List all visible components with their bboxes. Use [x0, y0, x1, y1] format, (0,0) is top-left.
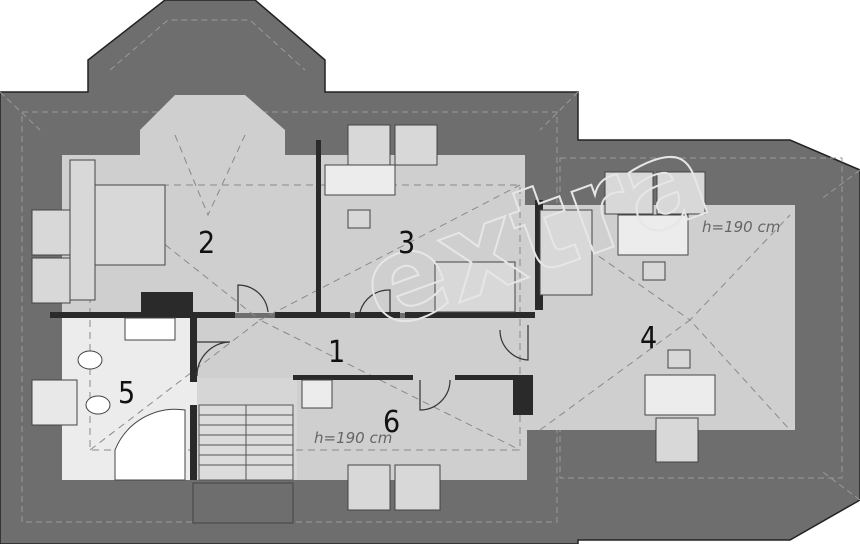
room-label-3: 3: [398, 226, 415, 261]
room-label-1: 1: [328, 335, 345, 370]
room-label-4: 4: [640, 321, 657, 356]
room-label-2: 2: [198, 226, 215, 261]
walls: [50, 140, 543, 480]
room-label-6: 6: [383, 405, 400, 440]
furniture: [31, 124, 716, 524]
height-note-room4: h=190 cm: [702, 218, 780, 236]
height-note-room6: h=190 cm: [314, 429, 392, 447]
stairs: [198, 404, 294, 481]
room-label-5: 5: [118, 376, 135, 411]
doors: [196, 284, 529, 411]
